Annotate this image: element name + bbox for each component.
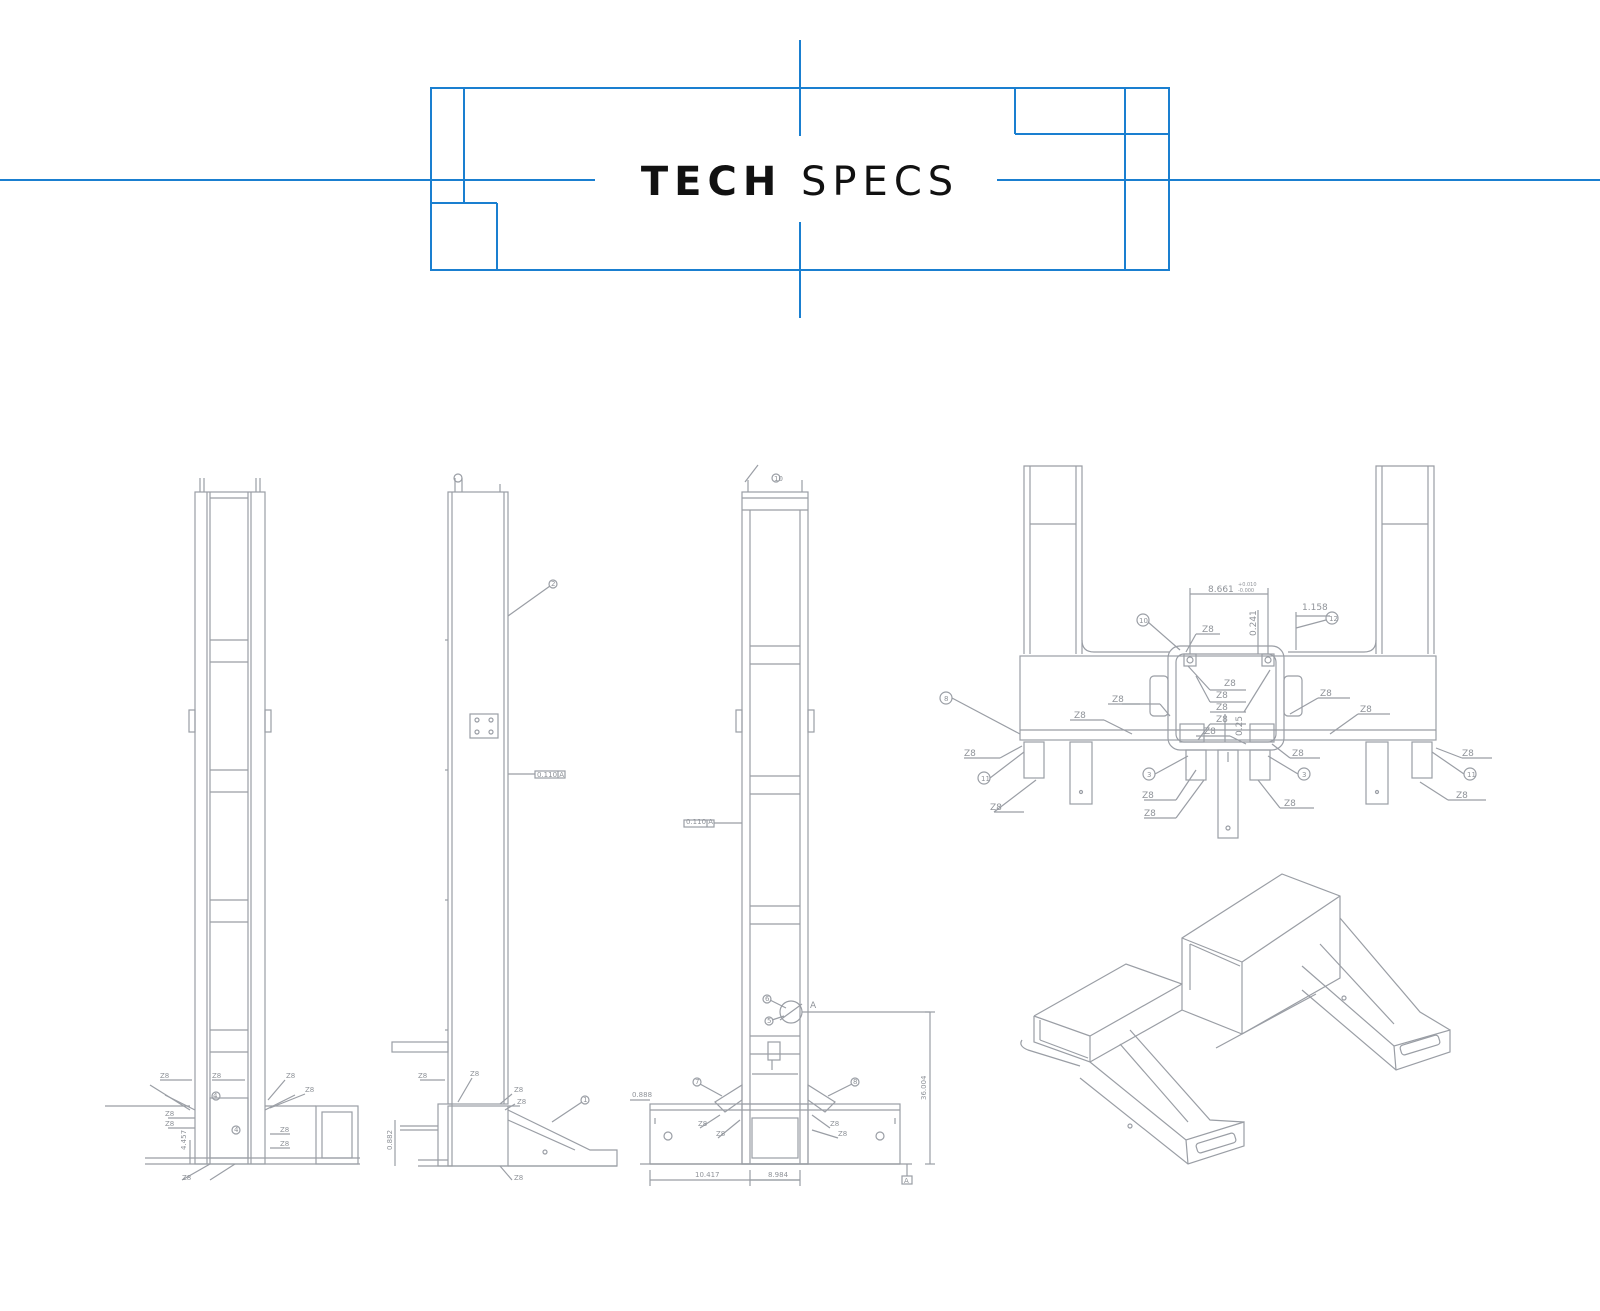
- weld-label: Z8: [964, 749, 976, 759]
- rear-view-drawing: [630, 464, 935, 1186]
- weld-label: Z8: [160, 1072, 169, 1080]
- datum-label: A: [904, 1177, 909, 1185]
- callout-label: 10: [774, 475, 783, 483]
- side-view-drawing: [391, 473, 618, 1181]
- dimension-label: 0.241: [1249, 610, 1259, 636]
- dimension-label: 36.004: [920, 1075, 928, 1100]
- weld-label: Z8: [1142, 791, 1154, 801]
- callout-label: 11: [981, 775, 990, 783]
- weld-label: Z8: [280, 1140, 289, 1148]
- tolerance-label: 0.110 A: [537, 771, 564, 779]
- title-frame: [430, 87, 1170, 271]
- weld-label: Z8: [1292, 749, 1304, 759]
- tolerance-lower: -0.000: [1238, 588, 1254, 594]
- callout-label: 6: [765, 995, 770, 1003]
- weld-label: Z8: [1224, 679, 1236, 689]
- callout-label: 3: [1302, 771, 1306, 779]
- tolerance-upper: +0.010: [1238, 582, 1257, 588]
- weld-label: Z8: [165, 1120, 174, 1128]
- callout-label: 2: [551, 580, 555, 588]
- callout-label: 4: [234, 1126, 239, 1134]
- callout-label: 5: [767, 1017, 771, 1025]
- isometric-view-drawing: [1020, 873, 1451, 1165]
- weld-label: Z8: [838, 1130, 847, 1138]
- callout-label: 8: [853, 1078, 857, 1086]
- weld-label: Z8: [280, 1126, 289, 1134]
- callout-label: 10: [1139, 617, 1148, 625]
- callout-label: 3: [1147, 771, 1151, 779]
- dimension-label: 1.158: [1302, 603, 1328, 613]
- weld-label: Z8: [470, 1070, 479, 1078]
- tolerance-label: 0.110 A: [686, 818, 713, 826]
- dimension-label: 8.984: [768, 1171, 789, 1179]
- weld-label: Z8: [1074, 711, 1086, 721]
- weld-label: Z8: [1112, 695, 1124, 705]
- weld-label: Z8: [182, 1174, 191, 1182]
- callout-label: 7: [695, 1078, 699, 1086]
- callout-label: 11: [1467, 771, 1476, 779]
- weld-label: Z8: [1216, 715, 1228, 725]
- weld-label: Z8: [716, 1130, 725, 1138]
- callout-label: 8: [944, 695, 948, 703]
- top-view-drawing: [939, 465, 1492, 839]
- dimension-label: 0.25: [1235, 716, 1245, 736]
- dimension-label: 0.882: [386, 1130, 394, 1150]
- weld-label: Z8: [286, 1072, 295, 1080]
- weld-label: Z8: [418, 1072, 427, 1080]
- weld-label: Z8: [1144, 809, 1156, 819]
- weld-label: Z8: [514, 1086, 523, 1094]
- detail-label: A: [810, 1001, 817, 1011]
- weld-label: Z8: [1204, 727, 1216, 737]
- callout-label: 12: [1329, 615, 1338, 623]
- weld-label: Z8: [1202, 625, 1214, 635]
- weld-label: Z8: [1462, 749, 1474, 759]
- dimension-label: 10.417: [695, 1171, 720, 1179]
- weld-label: Z8: [1284, 799, 1296, 809]
- weld-label: Z8: [212, 1072, 221, 1080]
- weld-label: Z8: [990, 803, 1002, 813]
- front-view-drawing: [105, 478, 360, 1181]
- weld-label: Z8: [165, 1110, 174, 1118]
- weld-label: Z8: [1320, 689, 1332, 699]
- dimension-label: 8.661: [1208, 585, 1234, 595]
- weld-label: Z8: [305, 1086, 314, 1094]
- dimension-label: 4.457: [180, 1130, 188, 1150]
- title-light: SPECS: [801, 159, 960, 205]
- weld-label: Z8: [514, 1174, 523, 1182]
- title-bold: TECH: [640, 159, 783, 205]
- weld-label: Z8: [698, 1120, 707, 1128]
- weld-label: Z8: [1216, 703, 1228, 713]
- page-title: TECH SPECS: [0, 158, 1600, 206]
- callout-label: 4: [213, 1092, 218, 1100]
- dimension-label: 0.888: [632, 1091, 652, 1099]
- weld-label: Z8: [517, 1098, 526, 1106]
- callout-label: 1: [583, 1096, 587, 1104]
- weld-label: Z8: [1456, 791, 1468, 801]
- weld-label: Z8: [1360, 705, 1372, 715]
- weld-label: Z8: [1216, 691, 1228, 701]
- weld-label: Z8: [830, 1120, 839, 1128]
